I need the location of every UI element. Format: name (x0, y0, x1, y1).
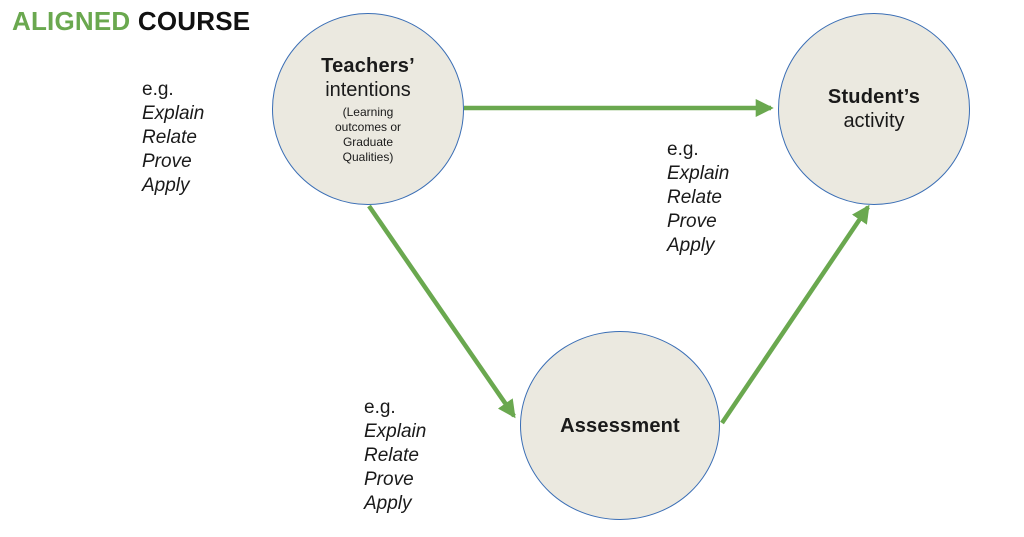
examples-bottom-item: Explain (364, 421, 427, 442)
node-teachers-subtitle: intentions (325, 78, 411, 101)
node-assessment: Assessment (520, 331, 720, 520)
page-title-highlight: ALIGNED (12, 6, 131, 36)
examples-left-item: Apply (142, 175, 190, 196)
examples-bottom-item: Relate (364, 445, 419, 466)
node-teachers-title: Teachers’ (321, 54, 415, 77)
examples-middle-item: Relate (667, 187, 722, 208)
node-assessment-title: Assessment (560, 414, 680, 437)
node-student-activity: Student’s activity (778, 13, 970, 205)
examples-middle: e.g. Explain Relate Prove Apply (667, 138, 729, 258)
arrow-teachers-to-assessment (367, 204, 516, 419)
node-student-title: Student’s (827, 86, 921, 108)
examples-left-item: Explain (142, 103, 205, 124)
examples-left-prefix: e.g. (142, 79, 174, 100)
examples-middle-item: Explain (667, 163, 730, 184)
examples-bottom: e.g. Explain Relate Prove Apply (364, 396, 426, 516)
node-teachers-intentions: Teachers’ intentions (Learning outcomes … (272, 13, 464, 205)
arrow-assessment-to-student (720, 204, 870, 425)
examples-left-item: Prove (142, 151, 192, 172)
examples-middle-prefix: e.g. (667, 139, 699, 160)
node-student-subtitle: activity (843, 110, 905, 132)
page-title: ALIGNED COURSE (12, 6, 250, 37)
examples-left: e.g. Explain Relate Prove Apply (142, 78, 204, 198)
examples-left-item: Relate (142, 127, 197, 148)
examples-middle-item: Prove (667, 211, 717, 232)
examples-middle-item: Apply (667, 235, 715, 256)
node-teachers-note: (Learning outcomes or Graduate Qualities… (334, 104, 402, 164)
examples-bottom-item: Prove (364, 469, 414, 490)
page-title-rest: COURSE (137, 6, 251, 36)
examples-bottom-prefix: e.g. (364, 397, 396, 418)
examples-bottom-item: Apply (364, 493, 412, 514)
